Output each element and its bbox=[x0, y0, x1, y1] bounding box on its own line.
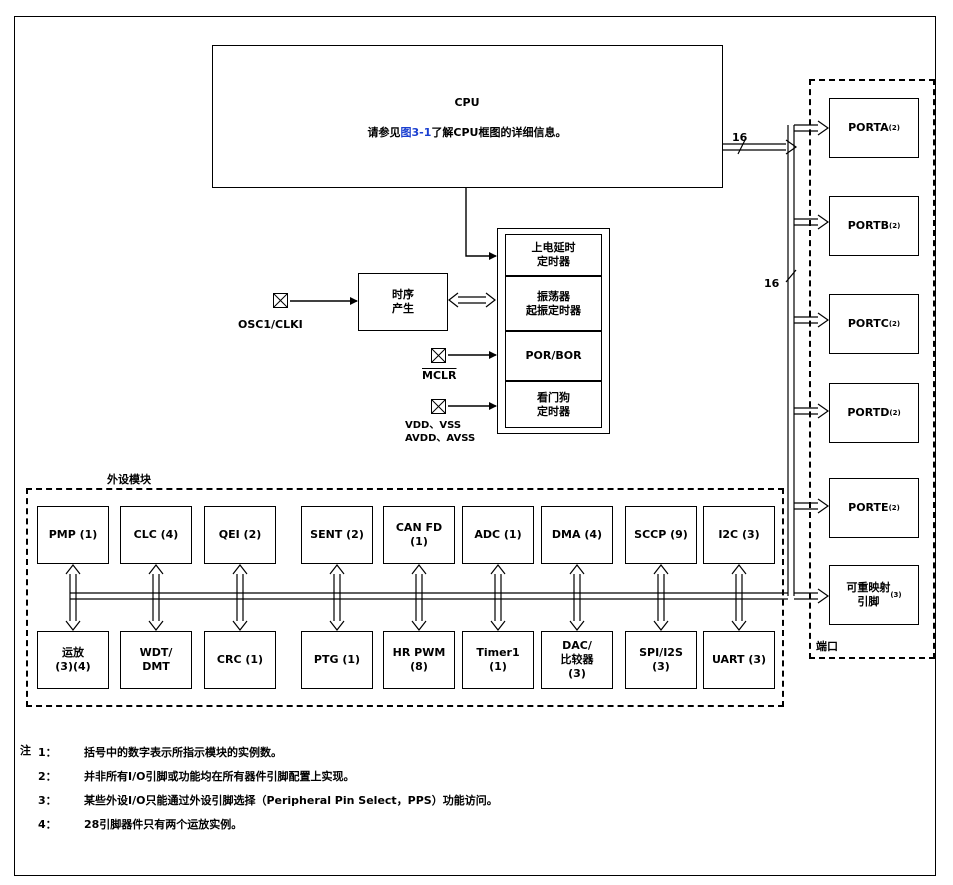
bus-arrow-7 bbox=[653, 564, 669, 631]
peripheral-top-5: ADC (1) bbox=[462, 506, 534, 564]
peripheral-bottom-2: CRC (1) bbox=[204, 631, 276, 689]
port-name: 可重映射 引脚 bbox=[846, 581, 891, 608]
mclr-pin-icon bbox=[431, 348, 446, 363]
note-item: 2： 并非所有I/O引脚或功能均在所有器件引脚配置上实现。 bbox=[38, 768, 354, 784]
peripheral-top-3: SENT (2) bbox=[301, 506, 373, 564]
peripheral-top-0: PMP (1) bbox=[37, 506, 109, 564]
note-item: 1： 括号中的数字表示所指示模块的实例数。 bbox=[38, 744, 282, 760]
clock-generation-box: 时序 产生 bbox=[358, 273, 448, 331]
bus-arrow-5 bbox=[490, 564, 506, 631]
note-text: 并非所有I/O引脚或功能均在所有器件引脚配置上实现。 bbox=[84, 770, 355, 783]
bus-arrow-2 bbox=[232, 564, 248, 631]
port-name: PORTB bbox=[847, 219, 889, 232]
ports-group-label: 端口 bbox=[816, 640, 838, 653]
peripheral-group-label: 外设模块 bbox=[104, 473, 154, 486]
note-text: 括号中的数字表示所指示模块的实例数。 bbox=[84, 746, 282, 759]
port-name: PORTE bbox=[848, 501, 889, 514]
port-box-3: PORTD(2) bbox=[829, 383, 919, 443]
bus-arrow-1 bbox=[148, 564, 164, 631]
pin-cross-icon bbox=[432, 349, 445, 362]
peripheral-top-6: DMA (4) bbox=[541, 506, 613, 564]
watchdog-timer-box: 看门狗 定时器 bbox=[505, 381, 602, 428]
peripheral-bus-arrows bbox=[65, 564, 747, 631]
power-pin-label: VDD、VSS AVDD、AVSS bbox=[405, 420, 476, 444]
cpu-title: CPU bbox=[454, 96, 480, 109]
bus-width-label-mid: 16 bbox=[764, 277, 780, 290]
cpu-desc-text: 请参见 bbox=[367, 126, 401, 139]
peripheral-bottom-0: 运放 (3)(4) bbox=[37, 631, 109, 689]
notes-lead: 注 bbox=[20, 744, 31, 757]
peripheral-group bbox=[26, 488, 784, 707]
note-item: 4： 28引脚器件只有两个运放实例。 bbox=[38, 816, 242, 832]
peripheral-bottom-8: UART (3) bbox=[703, 631, 775, 689]
bus-arrow-3 bbox=[329, 564, 345, 631]
port-box-5: 可重映射 引脚(3) bbox=[829, 565, 919, 625]
note-item: 3： 某些外设I/O只能通过外设引脚选择（Peripheral Pin Selec… bbox=[38, 792, 498, 808]
power-up-timer-box: 上电延时 定时器 bbox=[505, 234, 602, 276]
bus-arrow-6 bbox=[569, 564, 585, 631]
figure-link[interactable]: 图3-1 bbox=[400, 126, 432, 139]
peripheral-bottom-4: HR PWM (8) bbox=[383, 631, 455, 689]
peripheral-bottom-6: DAC/ 比较器 (3) bbox=[541, 631, 613, 689]
mclr-pin-label: MCLR bbox=[422, 369, 457, 382]
port-box-0: PORTA(2) bbox=[829, 98, 919, 158]
note-text: 28引脚器件只有两个运放实例。 bbox=[84, 818, 243, 831]
peripheral-bottom-1: WDT/ DMT bbox=[120, 631, 192, 689]
peripheral-bottom-3: PTG (1) bbox=[301, 631, 373, 689]
port-box-2: PORTC(2) bbox=[829, 294, 919, 354]
note-number: 3： bbox=[38, 794, 57, 807]
oscillator-startup-timer-box: 振荡器 起振定时器 bbox=[505, 276, 602, 331]
peripheral-top-2: QEI (2) bbox=[204, 506, 276, 564]
bus-arrow-0 bbox=[65, 564, 81, 631]
peripheral-top-8: I2C (3) bbox=[703, 506, 775, 564]
note-number: 4： bbox=[38, 818, 57, 831]
cpu-block bbox=[212, 45, 723, 188]
peripheral-top-7: SCCP (9) bbox=[625, 506, 697, 564]
peripheral-bottom-7: SPI/I2S (3) bbox=[625, 631, 697, 689]
osc-pin-label: OSC1/CLKI bbox=[238, 318, 303, 331]
pin-cross-icon bbox=[274, 294, 287, 307]
osc-pin-icon bbox=[273, 293, 288, 308]
peripheral-top-1: CLC (4) bbox=[120, 506, 192, 564]
port-box-4: PORTE(2) bbox=[829, 478, 919, 538]
port-name: PORTA bbox=[848, 121, 889, 134]
figure-frame bbox=[14, 16, 936, 876]
note-number: 1： bbox=[38, 746, 57, 759]
port-name: PORTC bbox=[847, 317, 889, 330]
peripheral-bottom-5: Timer1 (1) bbox=[462, 631, 534, 689]
note-number: 2： bbox=[38, 770, 57, 783]
power-pin-icon bbox=[431, 399, 446, 414]
wire-lines bbox=[290, 187, 497, 410]
bus-arrow-8 bbox=[731, 564, 747, 631]
pin-cross-icon bbox=[432, 400, 445, 413]
ports-group bbox=[809, 79, 935, 659]
bus-lines bbox=[70, 120, 830, 604]
note-text: 某些外设I/O只能通过外设引脚选择（Peripheral Pin Select，… bbox=[84, 794, 498, 807]
port-name: PORTD bbox=[847, 406, 890, 419]
cpu-description: 请参见图3-1了解CPU框图的详细信息。 bbox=[213, 124, 721, 140]
por-bor-box: POR/BOR bbox=[505, 331, 602, 381]
port-box-1: PORTB(2) bbox=[829, 196, 919, 256]
bus-arrow-4 bbox=[411, 564, 427, 631]
cpu-desc-text-2: 了解CPU框图的详细信息。 bbox=[431, 126, 567, 139]
peripheral-top-4: CAN FD (1) bbox=[383, 506, 455, 564]
bus-width-label-top: 16 bbox=[732, 131, 748, 144]
